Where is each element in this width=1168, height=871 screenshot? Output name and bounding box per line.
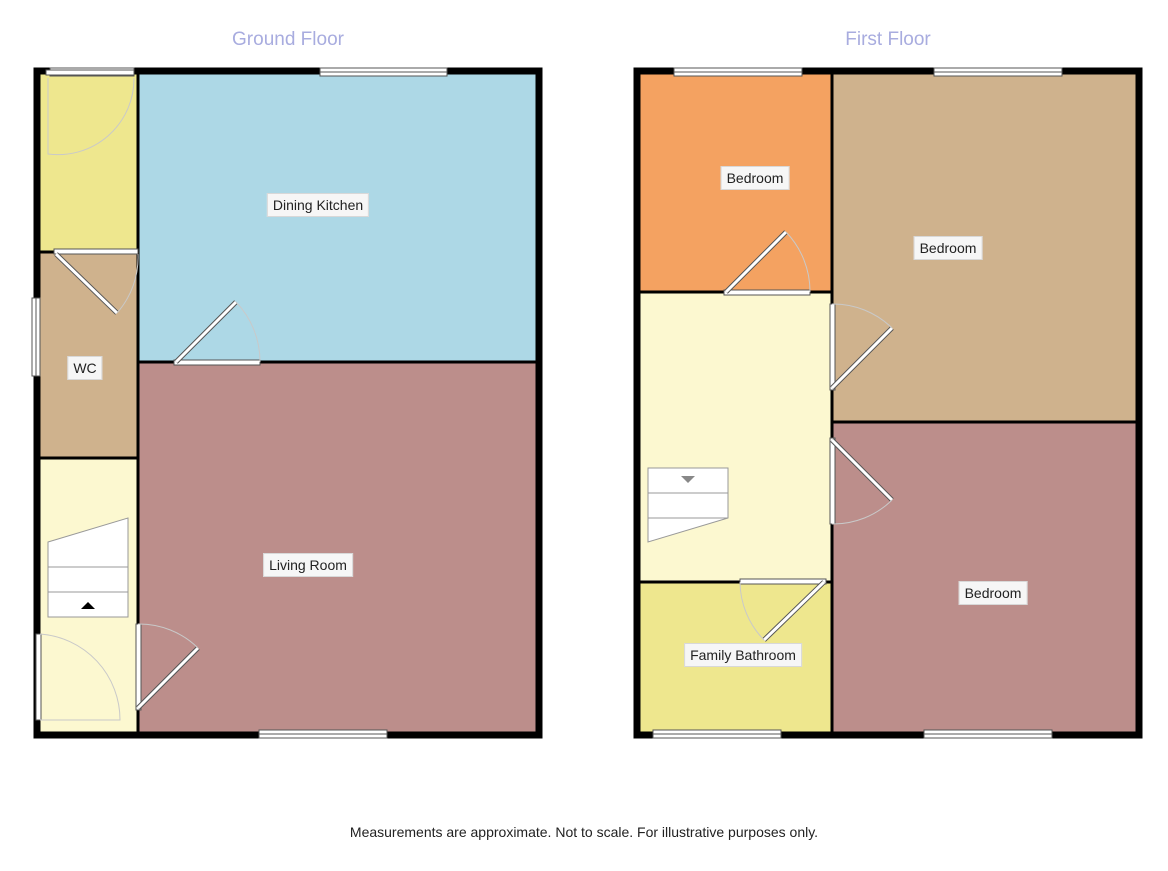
ground-floor-title: Ground Floor [232,29,344,50]
ground-stairs [47,517,129,618]
bedroom-rear-label: Bedroom [958,581,1028,605]
first-floor-plan [633,67,1143,739]
disclaimer-text: Measurements are approximate. Not to sca… [349,824,819,840]
living-room-label: Living Room [263,553,353,577]
family-bathroom-label: Family Bathroom [684,643,802,667]
first-floor-title: First Floor [845,29,931,50]
living-room-room [138,362,536,732]
bedroom-large-label: Bedroom [913,236,983,260]
dining-kitchen-room [138,74,536,362]
ground-doors [35,69,261,721]
bedroom-large-room [832,74,1136,422]
first-doors [723,230,894,642]
first-stairs [647,467,729,543]
first-windows [652,67,1063,739]
wc-label: WC [67,356,103,380]
landing-room [640,292,832,582]
bedroom-small-label: Bedroom [720,166,790,190]
stairs-up-arrow-icon [81,602,95,609]
ground-floor-plan [31,67,543,739]
stairs-down-arrow-icon [681,476,695,483]
first-outer-wall [633,67,1143,739]
bedroom-rear-room [832,422,1136,732]
porch-room [40,74,138,252]
dining-kitchen-label: Dining Kitchen [266,193,370,217]
